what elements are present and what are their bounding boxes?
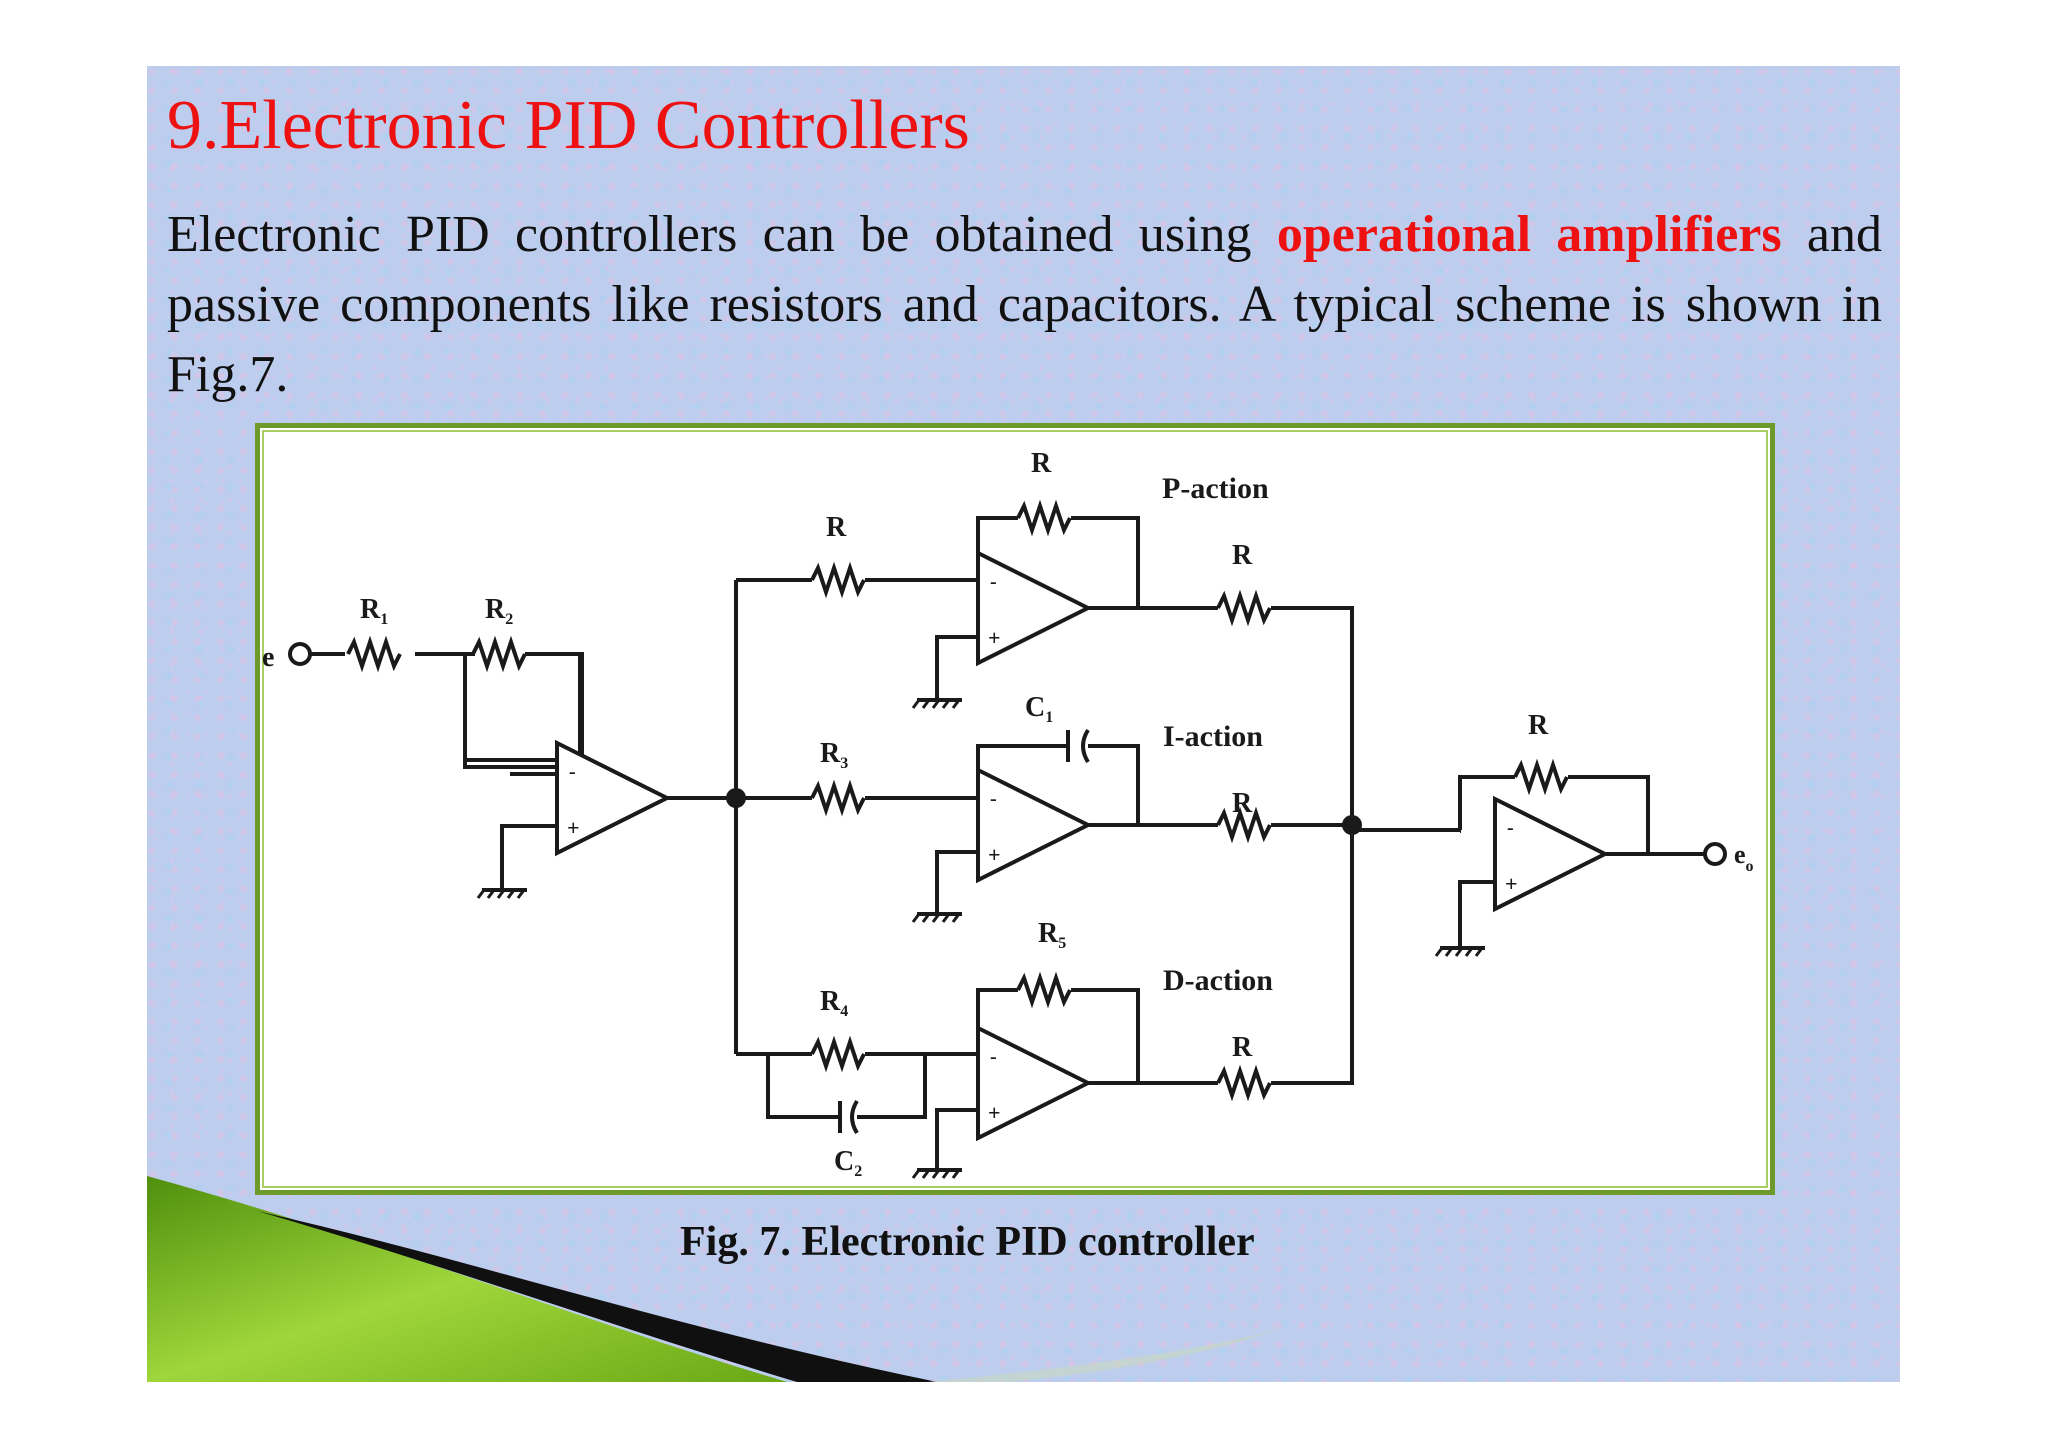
figure-caption: Fig. 7. Electronic PID controller	[680, 1219, 1255, 1265]
label-c2: C2	[834, 1146, 862, 1180]
label-p-action: P-action	[1162, 472, 1269, 505]
label-r-p-in: R	[826, 512, 847, 543]
paragraph-text-1: Electronic PID controllers can be obtain…	[167, 206, 1277, 263]
label-d-action: D-action	[1163, 964, 1273, 997]
label-r-i-out: R	[1232, 788, 1253, 819]
label-c1: C1	[1025, 692, 1053, 726]
figure-frame: - +	[255, 423, 1775, 1195]
slide-paragraph: Electronic PID controllers can be obtain…	[167, 200, 1882, 410]
capacitor-c2	[838, 1099, 859, 1135]
junction-node	[726, 788, 746, 808]
capacitor-c1	[1066, 728, 1090, 764]
paragraph-highlight: operational amplifiers	[1276, 206, 1782, 263]
label-r-p-fb: R	[1031, 448, 1052, 479]
label-r5: R5	[1038, 918, 1066, 952]
label-r2: R2	[485, 594, 513, 628]
slide: 9.Electronic PID Controllers Electronic …	[147, 66, 1900, 1382]
label-r4: R4	[820, 986, 848, 1020]
pid-circuit-diagram: - +	[262, 448, 1754, 1180]
label-i-action: I-action	[1163, 720, 1263, 753]
decorative-swoosh	[147, 1176, 1287, 1382]
label-r-p-out: R	[1232, 540, 1253, 571]
label-input-e: e	[262, 642, 274, 673]
paragraph-text-2: and passive components like resistors an…	[167, 206, 1882, 403]
label-r-d-out: R	[1232, 1032, 1253, 1063]
junction-node	[1342, 815, 1362, 835]
output-terminal	[1703, 842, 1727, 866]
label-output-e: eo	[1734, 840, 1754, 875]
label-r1: R1	[360, 594, 388, 628]
label-r3: R3	[820, 738, 848, 772]
slide-title: 9.Electronic PID Controllers	[167, 87, 970, 164]
label-r-out-fb: R	[1528, 710, 1549, 741]
input-terminal	[288, 642, 312, 666]
